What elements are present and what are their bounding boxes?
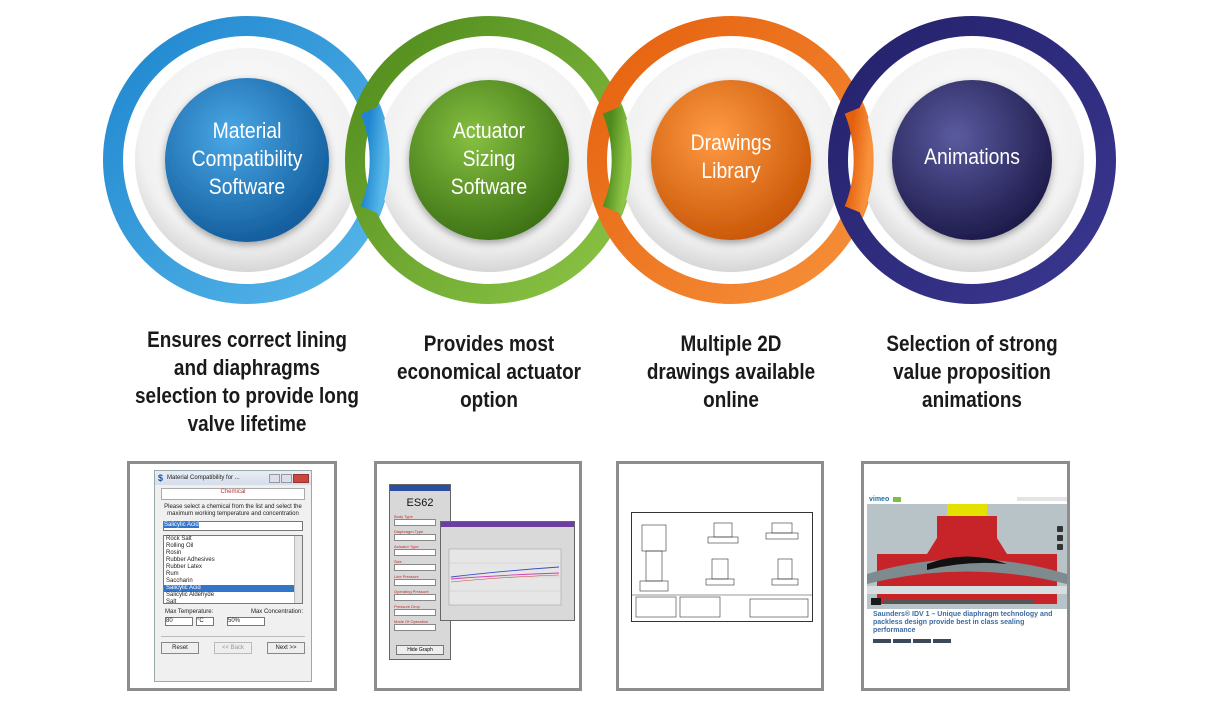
actuator-field-input[interactable] <box>394 609 436 616</box>
actuator-field-label: Mode Of Operation <box>394 619 429 624</box>
concentration-select[interactable]: 50% <box>227 617 265 626</box>
ring-drawings <box>587 16 875 304</box>
minimize-button[interactable] <box>269 473 280 483</box>
video-progress-bar[interactable] <box>883 600 1033 603</box>
like-icon[interactable] <box>1057 526 1063 532</box>
list-item[interactable]: Rum <box>166 571 179 577</box>
list-item[interactable]: Salicylic Acid <box>164 585 302 592</box>
circle-title-material: Material Compatibility Software <box>191 118 303 199</box>
max-concentration-label: Max Concentration: <box>250 609 303 615</box>
action-button[interactable] <box>893 639 911 643</box>
dialog-titlebar: $ Material Compatibility for ... <box>155 471 311 485</box>
temperature-input[interactable]: 80 <box>165 617 193 626</box>
play-button[interactable] <box>871 598 881 605</box>
list-item[interactable]: Salicylic Aldehyde <box>166 592 215 598</box>
actuator-field-label: Actuator Type <box>394 544 419 549</box>
description-animations: Selection of strong value proposition an… <box>886 331 1058 412</box>
close-button[interactable] <box>293 473 309 483</box>
actuator-graph-window <box>440 521 575 621</box>
list-item[interactable]: Rock Salt <box>166 536 192 542</box>
action-button[interactable] <box>873 639 891 643</box>
chemical-search-input[interactable]: Salicylic Acid <box>163 521 303 531</box>
circle-title-actuator: Actuator Sizing Software <box>450 118 528 199</box>
window-title: Material Compatibility for ... <box>167 474 240 481</box>
actuator-field-label: Size <box>394 559 402 564</box>
valve-animation <box>867 504 1067 609</box>
video-player[interactable] <box>867 504 1067 609</box>
description-actuator: Provides most economical actuator option <box>396 331 581 412</box>
join-button[interactable] <box>893 496 902 502</box>
vimeo-search[interactable] <box>1017 497 1067 501</box>
list-item[interactable]: Rubber Latex <box>166 564 203 570</box>
reset-button[interactable]: Reset <box>161 642 199 654</box>
vimeo-logo: vimeo <box>869 495 890 503</box>
overlap-arc <box>844 106 874 214</box>
actuator-field-label: Diaphragm Type <box>394 529 424 534</box>
description-drawings: Multiple 2D drawings available online <box>646 331 816 412</box>
actuator-field-input[interactable] <box>394 534 436 541</box>
action-button[interactable] <box>933 639 951 643</box>
share-icon[interactable] <box>1057 544 1063 550</box>
list-item[interactable]: Rolling Oil <box>166 543 194 549</box>
model-label: ES62 <box>406 497 434 509</box>
drawing-sheet <box>631 512 813 622</box>
search-value: Salicylic Acid <box>164 522 199 528</box>
list-scrollbar[interactable] <box>294 536 302 603</box>
actuator-field-input[interactable] <box>394 579 436 586</box>
actuator-field-label: Operating Pressure <box>394 589 429 594</box>
actuator-field-label: Body Type <box>394 514 413 519</box>
max-temperature-label: Max Temperature: <box>165 609 214 615</box>
back-button[interactable]: << Back <box>214 642 252 654</box>
hide-graph-button[interactable]: Hide Graph <box>396 645 444 655</box>
clock-icon[interactable] <box>1057 535 1063 541</box>
list-item[interactable]: Rubber Adhesives <box>166 557 215 563</box>
rings-diagram <box>103 16 1116 304</box>
graph-titlebar <box>441 522 574 527</box>
app-icon: $ <box>158 473 164 483</box>
circle-title-drawings: Drawings Library <box>690 130 772 183</box>
pressure-graph <box>448 548 562 606</box>
list-item[interactable]: Saccharin <box>166 578 193 584</box>
action-button[interactable] <box>913 639 931 643</box>
screenshot-frame-drawings <box>616 461 824 691</box>
list-item[interactable]: Rosin <box>166 550 182 556</box>
instructions-text: Please select a chemical from the list a… <box>164 504 302 517</box>
technical-drawing <box>632 522 812 618</box>
description-material: Ensures correct lining and diaphragms se… <box>135 327 359 436</box>
vimeo-page: vimeo Saunders® IDV 1 – Unique diap <box>867 494 1067 662</box>
actuator-field-input[interactable] <box>394 549 436 556</box>
temperature-unit-select[interactable]: °C <box>196 617 214 626</box>
tab-chemical[interactable]: Chemical <box>161 488 305 500</box>
actuator-field-input[interactable] <box>394 564 436 571</box>
vimeo-header: vimeo <box>867 494 1067 504</box>
actuator-field-input[interactable] <box>394 519 436 526</box>
next-button[interactable]: Next >> <box>267 642 305 654</box>
actuator-field-input[interactable] <box>394 594 436 601</box>
actuator-titlebar <box>390 485 450 491</box>
video-title[interactable]: Saunders® IDV 1 – Unique diaphragm techn… <box>873 611 1053 634</box>
screenshot-frame-material: $ Material Compatibility for ... Chemica… <box>127 461 337 691</box>
ring-animations <box>828 16 1116 304</box>
maximize-button[interactable] <box>281 473 292 483</box>
actuator-field-input[interactable] <box>394 624 436 631</box>
ring-material <box>103 16 391 304</box>
overlap-arc <box>602 106 632 214</box>
overlap-arc <box>360 106 390 214</box>
circle-title-animations: Animations <box>924 144 1020 169</box>
actuator-field-label: Line Pressure <box>394 574 419 579</box>
screenshot-frame-animations: vimeo Saunders® IDV 1 – Unique diap <box>861 461 1070 691</box>
actuator-field-label: Pressure Drop <box>394 604 420 609</box>
list-item[interactable]: Salt <box>166 599 177 605</box>
material-dialog: $ Material Compatibility for ... Chemica… <box>154 470 312 682</box>
